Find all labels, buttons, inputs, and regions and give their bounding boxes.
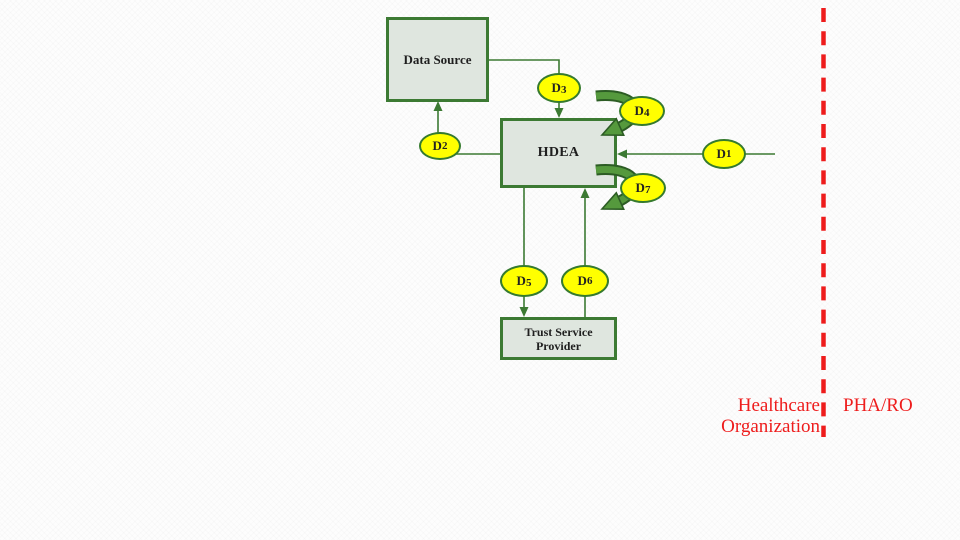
- hdea-box: HDEA: [500, 118, 617, 188]
- d2-prefix: D: [432, 138, 442, 153]
- d1-prefix: D: [716, 146, 726, 161]
- d5-prefix: D: [516, 273, 526, 288]
- d4-prefix: D: [634, 103, 644, 118]
- d7-num: 7: [644, 184, 651, 196]
- connector-d1-to-hdea: [617, 149, 775, 159]
- d7-prefix: D: [635, 180, 645, 195]
- connector-tsp-d6-hdea: [580, 188, 590, 317]
- tsp-label-line1: Trust Service: [524, 324, 593, 339]
- d3-num: 3: [560, 84, 567, 96]
- connector-d2-to-data-source: [433, 101, 443, 134]
- organization-line: Organization: [721, 416, 820, 437]
- hdea-label: HDEA: [537, 145, 580, 160]
- d4-num: 4: [643, 107, 650, 119]
- healthcare-organization-label: Healthcare Organization: [721, 395, 820, 437]
- data-source-label: Data Source: [403, 51, 472, 67]
- trust-service-provider-box: Trust Service Provider: [500, 317, 617, 360]
- connector-hdea-d5-tsp: [519, 188, 529, 317]
- d5-num: 5: [525, 277, 532, 289]
- d2-num: 2: [441, 140, 448, 152]
- d6-num: 6: [586, 275, 593, 287]
- d3-prefix: D: [551, 80, 561, 95]
- healthcare-line: Healthcare: [737, 395, 820, 416]
- tsp-label-line2: Provider: [535, 338, 582, 353]
- pha-ro-label: PHA/RO: [843, 395, 913, 416]
- d1-num: 1: [725, 148, 732, 160]
- data-source-box: Data Source: [386, 17, 489, 102]
- d6-prefix: D: [577, 273, 587, 288]
